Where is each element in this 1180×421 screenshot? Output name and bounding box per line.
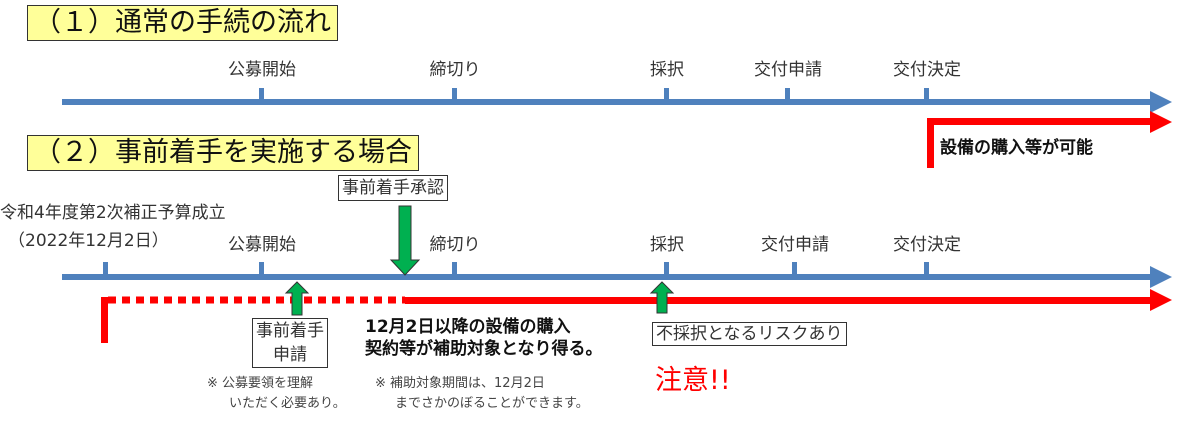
milestone-label: 交付申請 <box>761 235 829 255</box>
timeline-2 <box>62 262 1172 288</box>
eligible-line2: 契約等が補助対象となり得る。 <box>365 339 603 359</box>
risk-box: 不採択となるリスクあり <box>652 322 847 346</box>
red-period-2 <box>101 289 1172 343</box>
arrow-down-approval-icon <box>389 205 421 276</box>
budget-date: （2022年12月2日） <box>8 231 169 251</box>
advance-application-line1: 事前着手 <box>256 321 324 341</box>
note-line: までさかのぼることができます。 <box>395 396 589 411</box>
milestone-label: 公募開始 <box>228 60 296 80</box>
note-line: ※ 公募要領を理解 <box>207 376 314 391</box>
timeline-1 <box>62 88 1172 113</box>
advance-application-line2: 申請 <box>273 345 307 365</box>
advance-application-box: 事前着手 申請 <box>252 318 328 368</box>
note-line: いただく必要あり。 <box>229 396 346 411</box>
arrow-up-application-icon <box>284 281 310 316</box>
eligible-line1: 12月2日以降の設備の購入 <box>365 317 571 337</box>
milestone-label: 締切り <box>429 235 481 255</box>
arrow-up-adoption-icon <box>649 281 675 314</box>
note-guidelines: ※ 公募要領を理解 いただく必要あり。 <box>207 374 346 414</box>
milestone-label: 採択 <box>650 235 684 255</box>
budget-label: 令和4年度第2次補正予算成立 <box>0 203 226 223</box>
note-period: ※ 補助対象期間は、12月2日 までさかのぼることができます。 <box>375 374 589 414</box>
section1-title: （１）通常の手続の流れ <box>27 5 338 41</box>
milestone-label: 交付申請 <box>754 60 822 80</box>
red-period-1 <box>927 111 1172 168</box>
approval-box: 事前着手承認 <box>338 175 448 201</box>
milestone-label: 交付決定 <box>893 60 961 80</box>
milestone-label: 締切り <box>429 60 481 80</box>
eligible-text: 12月2日以降の設備の購入 契約等が補助対象となり得る。 <box>365 316 603 360</box>
caution-label: 注意!! <box>655 365 731 396</box>
milestone-label: 公募開始 <box>228 235 296 255</box>
milestone-label: 採択 <box>650 60 684 80</box>
purchase-possible-label: 設備の購入等が可能 <box>940 138 1093 158</box>
note-line: ※ 補助対象期間は、12月2日 <box>375 376 545 391</box>
section2-title: （２）事前着手を実施する場合 <box>27 135 419 171</box>
milestone-label: 交付決定 <box>893 235 961 255</box>
